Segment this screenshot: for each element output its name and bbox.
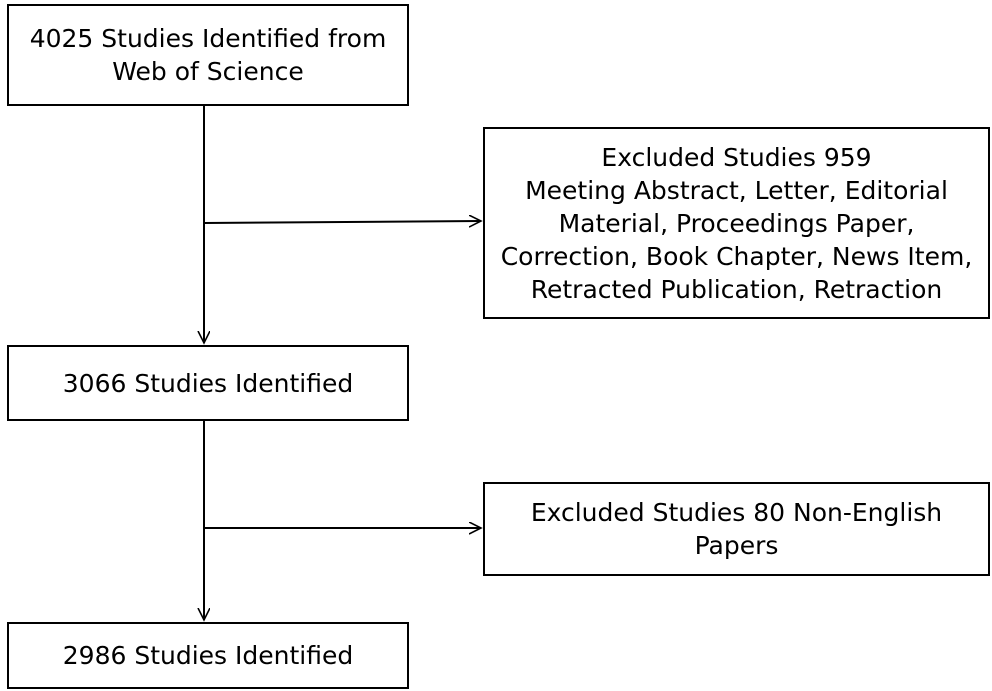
box-2986-studies-identified: 2986 Studies Identified [7, 622, 409, 689]
box-959-line-2: Meeting Abstract, Letter, Editorial [525, 175, 948, 205]
box-3066-line-1: 3066 Studies Identified [62, 368, 354, 398]
box-excluded-studies-80: Excluded Studies 80 Non-English Papers [483, 482, 990, 576]
box-959-line-4: Correction, Book Chapter, News Item, [500, 241, 973, 271]
box-80-line-1: Excluded Studies 80 Non-English [530, 498, 943, 527]
box-959-line-3: Material, Proceedings Paper, [558, 208, 915, 238]
box-2986-line-1: 2986 Studies Identified [62, 641, 354, 670]
box-80-line-2: Papers [694, 531, 779, 560]
box-4025-line-2: Web of Science [112, 57, 304, 86]
box-excluded-studies-959: Excluded Studies 959 Meeting Abstract, L… [483, 127, 990, 319]
box-4025-studies-identified: 4025 Studies Identified from Web of Scie… [7, 4, 409, 106]
box-959-line-1: Excluded Studies 959 [601, 142, 872, 172]
box-959-line-5: Retracted Publication, Retraction [530, 274, 943, 304]
box-3066-studies-identified: 3066 Studies Identified [7, 345, 409, 421]
box-4025-line-1: 4025 Studies Identified from [29, 24, 387, 53]
arrow-to-excluded-959 [203, 221, 481, 223]
